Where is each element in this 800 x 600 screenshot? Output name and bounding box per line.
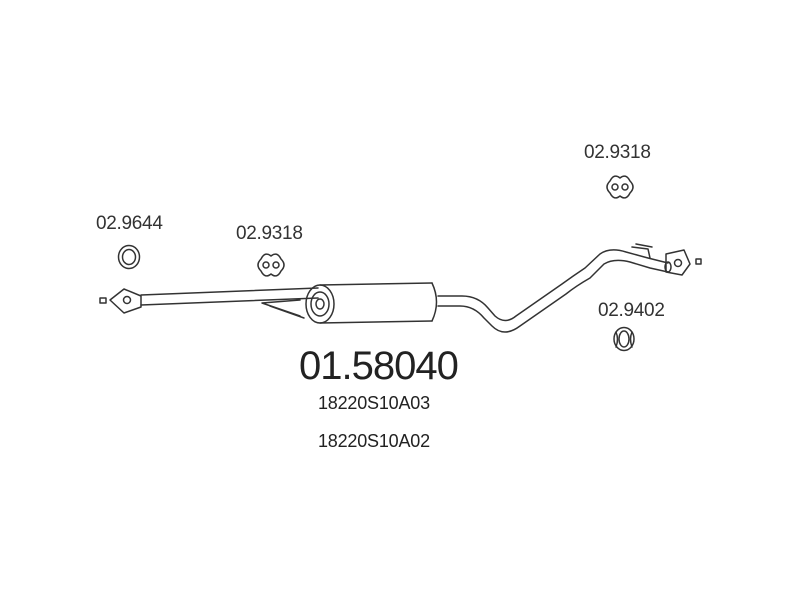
front-pipe: [140, 287, 319, 319]
part-label-hanger-right: 02.9318: [584, 142, 651, 163]
right-end-marker: [695, 258, 702, 265]
left-end-marker: [99, 297, 107, 304]
main-part-number: 01.58040: [299, 344, 459, 388]
oem-number-1: 18220S10A03: [318, 393, 430, 413]
part-label-gasket: 02.9644: [96, 213, 163, 234]
gasket-ring-icon: [117, 244, 141, 270]
sealing-ring-icon: [613, 326, 635, 352]
front-flange: [109, 288, 142, 314]
part-label-ring: 02.9402: [598, 300, 665, 321]
rubber-hanger-left-icon: [257, 253, 285, 277]
rear-pipe: [437, 243, 672, 333]
rear-flange: [665, 249, 702, 276]
muffler: [305, 282, 438, 324]
oem-number-2: 18220S10A02: [318, 431, 430, 451]
rubber-hanger-right-icon: [606, 175, 634, 199]
part-label-hanger-left: 02.9318: [236, 223, 303, 244]
